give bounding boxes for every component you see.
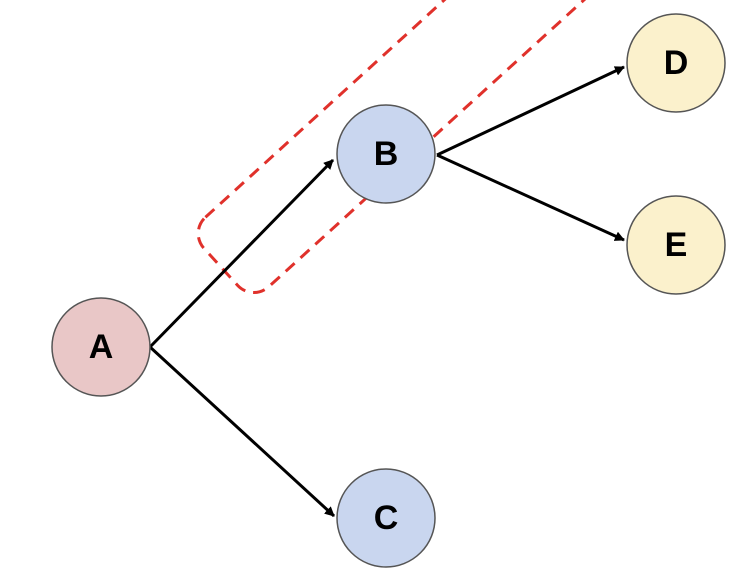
node-e-label: E [665,226,688,264]
edge-b-e [436,153,625,242]
edge-b-d [436,65,625,157]
node-c: C [336,468,436,568]
node-e: E [626,195,726,295]
edge-a-c [148,345,336,518]
node-a: A [51,297,151,397]
node-a-circle [51,297,151,397]
edge-a-b [148,158,335,349]
node-d: D [626,13,726,113]
node-a-label: A [89,328,114,366]
node-d-label: D [664,44,689,82]
node-d-circle [626,13,726,113]
node-b: B [336,104,436,204]
node-e-circle [626,195,726,295]
node-b-label: B [374,135,399,173]
node-c-circle [336,468,436,568]
node-c-label: C [374,499,399,537]
node-b-circle [336,104,436,204]
